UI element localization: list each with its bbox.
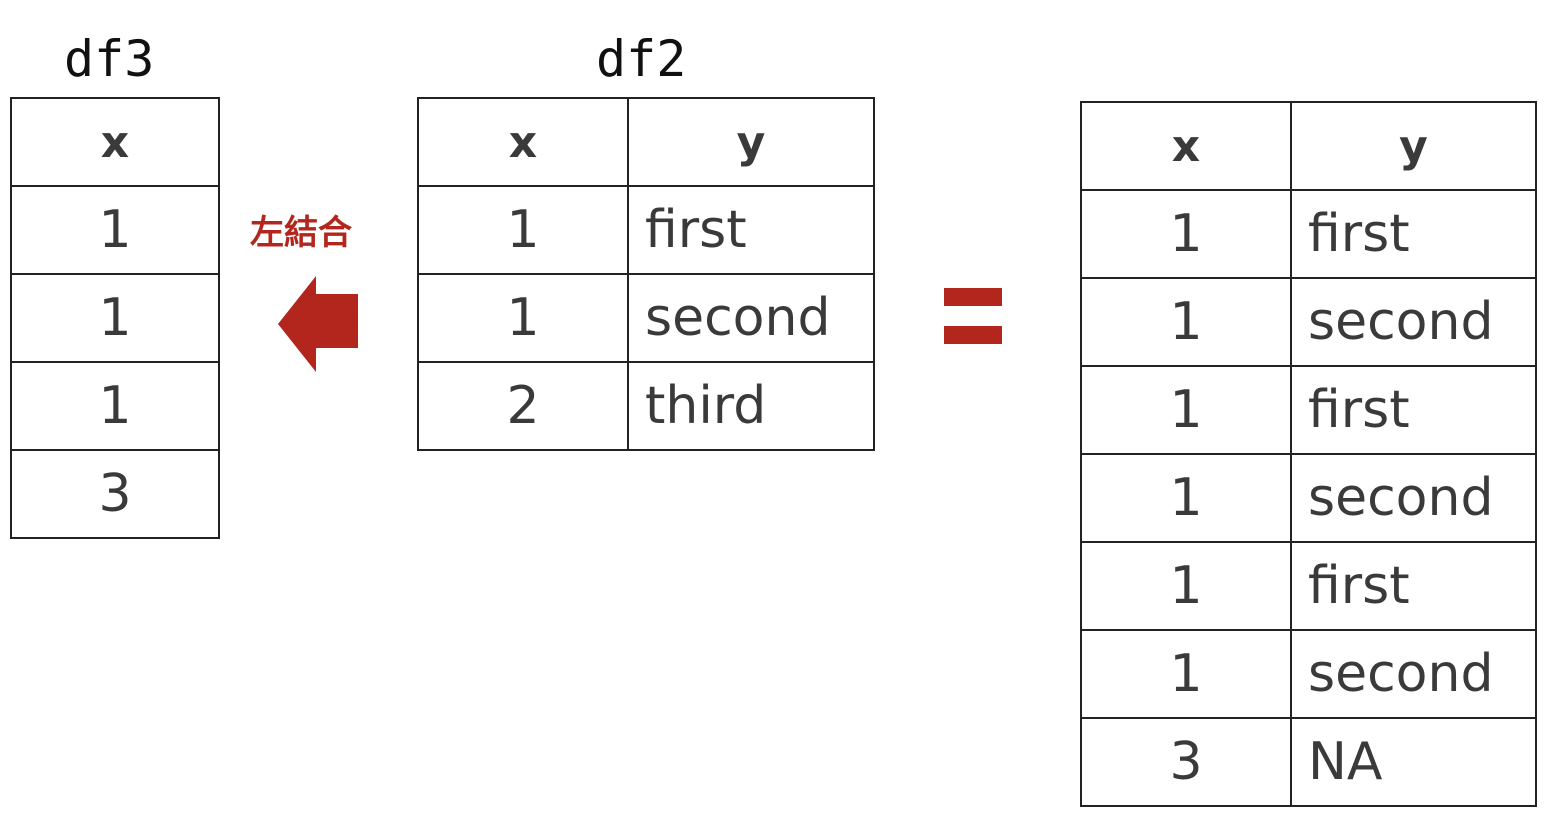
table-row: 2 third [417,361,875,451]
cell-y: first [1290,189,1537,279]
cell-y: first [1290,541,1537,631]
arrow-left-icon [278,276,358,372]
cell-x: 1 [1080,277,1292,367]
table-row: 3 NA [1080,717,1537,807]
df3-title: df3 [64,30,155,88]
table-row: 1 [10,273,220,363]
cell-y: first [627,185,875,275]
join-type-label: 左結合 [250,213,352,253]
cell-y: NA [1290,717,1537,807]
column-header-y: y [627,97,875,187]
cell-x: 1 [10,185,220,275]
cell-y: second [1290,629,1537,719]
column-header-x: x [10,97,220,187]
table-header-row: x y [1080,101,1537,191]
column-header-x: x [417,97,629,187]
cell-x: 1 [1080,365,1292,455]
column-header-x: x [1080,101,1292,191]
equals-icon [944,288,1002,344]
cell-x: 1 [417,273,629,363]
table-row: 1 second [1080,629,1537,719]
cell-y: second [1290,453,1537,543]
cell-y: second [1290,277,1537,367]
table-row: 1 second [417,273,875,363]
df3-table: x 1 1 1 3 [10,97,220,539]
column-header-y: y [1290,101,1537,191]
cell-y: third [627,361,875,451]
table-row: 1 first [1080,365,1537,455]
cell-x: 1 [1080,629,1292,719]
cell-x: 1 [10,273,220,363]
df2-table: x y 1 first 1 second 2 third [417,97,875,451]
cell-x: 1 [1080,453,1292,543]
table-header-row: x [10,97,220,187]
cell-x: 1 [417,185,629,275]
cell-x: 1 [1080,189,1292,279]
table-header-row: x y [417,97,875,187]
table-row: 1 first [1080,189,1537,279]
cell-y: second [627,273,875,363]
cell-x: 1 [10,361,220,451]
cell-x: 3 [10,449,220,539]
table-row: 1 first [1080,541,1537,631]
table-row: 1 second [1080,277,1537,367]
result-table: x y 1 first 1 second 1 first 1 second 1 … [1080,101,1537,807]
table-row: 1 second [1080,453,1537,543]
table-row: 1 [10,361,220,451]
cell-x: 2 [417,361,629,451]
cell-x: 1 [1080,541,1292,631]
table-row: 3 [10,449,220,539]
df2-title: df2 [596,30,687,88]
table-row: 1 first [417,185,875,275]
cell-x: 3 [1080,717,1292,807]
table-row: 1 [10,185,220,275]
cell-y: first [1290,365,1537,455]
